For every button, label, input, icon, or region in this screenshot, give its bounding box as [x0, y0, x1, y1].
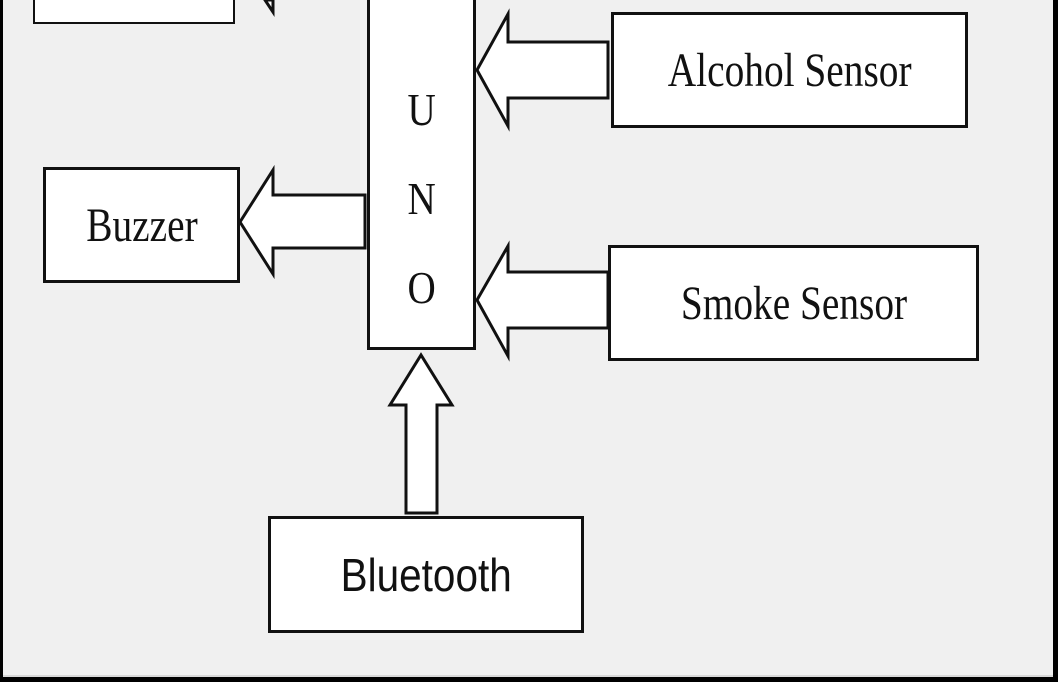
uno-controller-block: U N O: [367, 0, 476, 350]
arrow-smoke-to-uno: [475, 240, 610, 362]
smoke-sensor-block: Smoke Sensor: [608, 245, 979, 361]
arrow-uno-to-buzzer: [238, 164, 367, 280]
uno-letter-n: N: [407, 173, 436, 224]
arrow-partial-top: [263, 0, 275, 17]
partial-top-block: [33, 0, 235, 24]
alcohol-sensor-block: Alcohol Sensor: [611, 12, 968, 128]
arrow-layer: [238, 0, 610, 515]
buzzer-block: Buzzer: [43, 167, 240, 283]
block-diagram: U N O Alcohol Sensor Buzzer Smoke Sensor…: [3, 0, 1053, 677]
alcohol-sensor-label: Alcohol Sensor: [667, 43, 912, 97]
smoke-sensor-label: Smoke Sensor: [680, 276, 907, 330]
bluetooth-block: Bluetooth: [268, 516, 584, 633]
arrow-alcohol-to-uno: [475, 8, 610, 132]
bluetooth-label: Bluetooth: [340, 548, 512, 601]
buzzer-label: Buzzer: [85, 198, 198, 252]
arrow-bluetooth-to-uno: [387, 352, 455, 515]
uno-letter-o: O: [407, 262, 436, 313]
uno-letter-u: U: [407, 84, 436, 135]
